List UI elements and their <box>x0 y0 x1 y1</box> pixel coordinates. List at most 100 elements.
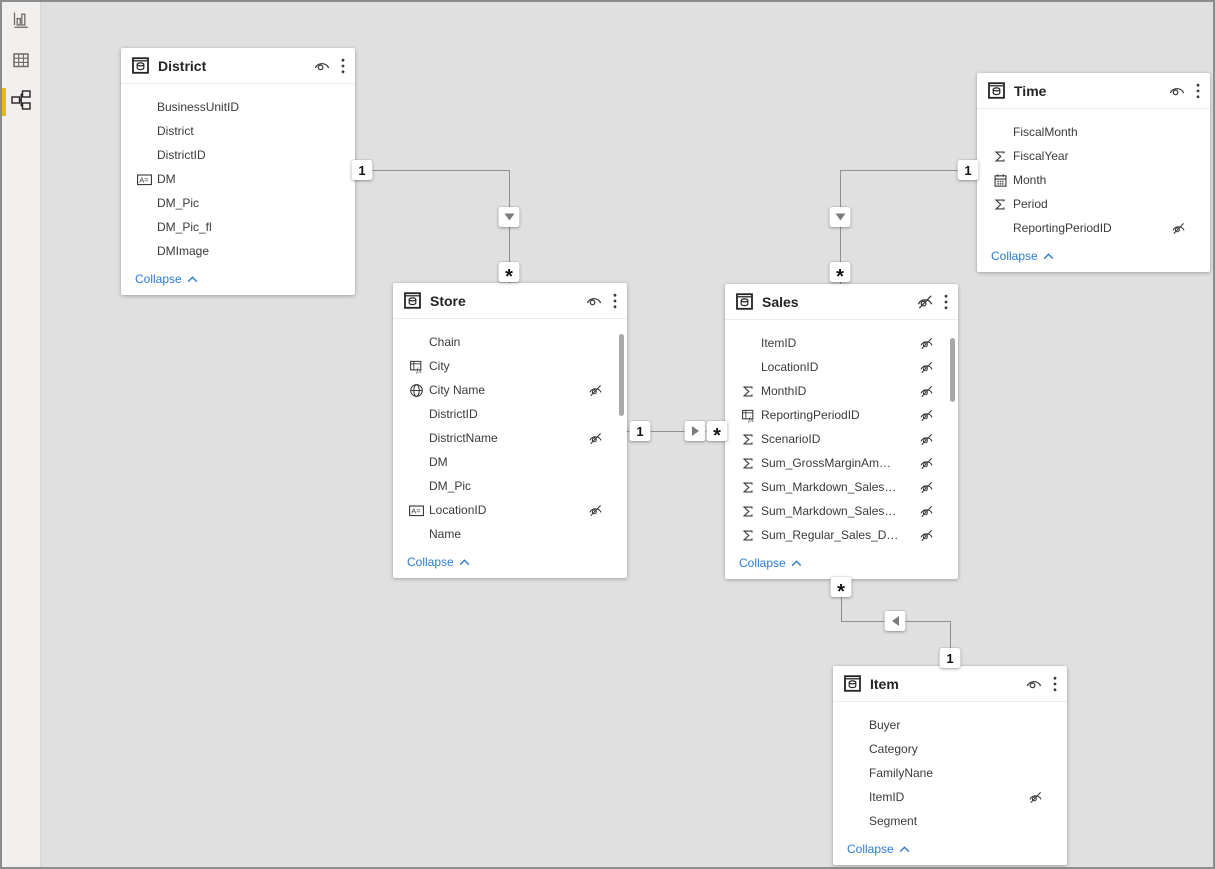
field-row-store[interactable]: A=LocationID <box>393 498 627 522</box>
field-row-sales[interactable]: MonthID <box>725 379 958 403</box>
collapse-link[interactable]: Collapse <box>977 240 1054 272</box>
filter-direction-arrow-icon-district-store[interactable] <box>498 207 520 227</box>
field-row-sales[interactable]: Sum_Regular_Sales_D… <box>725 523 958 547</box>
field-row-sales[interactable]: ScenarioID <box>725 427 958 451</box>
field-row-item[interactable]: FamilyNane <box>833 761 1067 785</box>
field-hidden-eye-icon[interactable] <box>1028 790 1043 805</box>
model-icon <box>10 89 32 116</box>
relationship-line-store-sales[interactable] <box>627 431 725 432</box>
field-hidden-eye-icon[interactable] <box>919 336 934 351</box>
table-more-options-icon[interactable] <box>1053 676 1057 692</box>
table-eye-icon[interactable] <box>585 292 603 310</box>
field-row-item[interactable]: ItemID <box>833 785 1067 809</box>
sidebar-item-model-view[interactable] <box>2 82 40 122</box>
field-name: Name <box>429 527 462 541</box>
field-row-item[interactable]: Buyer <box>833 713 1067 737</box>
field-row-time[interactable]: Period <box>977 192 1210 216</box>
cardinality-badge-store-sales[interactable]: 1 <box>629 421 651 441</box>
collapse-link[interactable]: Collapse <box>833 833 910 865</box>
field-row-district[interactable]: A=DM <box>121 167 355 191</box>
field-row-district[interactable]: DM_Pic <box>121 191 355 215</box>
field-row-store[interactable]: Chain <box>393 330 627 354</box>
relationship-line-sales-item[interactable] <box>950 621 951 666</box>
relationship-line-district-store[interactable] <box>362 170 509 171</box>
table-more-options-icon[interactable] <box>341 58 345 74</box>
field-row-store[interactable]: DM <box>393 450 627 474</box>
card-scrollbar[interactable] <box>950 338 955 402</box>
cardinality-badge-sales-item[interactable]: 1 <box>939 648 961 668</box>
cardinality-badge-district-store[interactable]: 1 <box>351 160 373 180</box>
field-row-item[interactable]: Segment <box>833 809 1067 833</box>
field-row-time[interactable]: FiscalYear <box>977 144 1210 168</box>
field-row-sales[interactable]: Sum_GrossMarginAm… <box>725 451 958 475</box>
field-row-sales[interactable]: ItemID <box>725 331 958 355</box>
svg-text:fx: fx <box>748 415 754 423</box>
field-hidden-eye-icon[interactable] <box>919 360 934 375</box>
table-eye-icon[interactable] <box>1168 82 1186 100</box>
field-hidden-eye-icon[interactable] <box>588 503 603 518</box>
field-hidden-eye-icon[interactable] <box>919 480 934 495</box>
field-row-district[interactable]: BusinessUnitID <box>121 95 355 119</box>
field-row-sales[interactable]: Sum_Markdown_Sales… <box>725 499 958 523</box>
filter-direction-arrow-icon-store-sales[interactable] <box>684 421 706 441</box>
field-row-district[interactable]: DM_Pic_fl <box>121 215 355 239</box>
chevron-up-icon <box>1043 252 1054 260</box>
field-row-district[interactable]: DMImage <box>121 239 355 263</box>
field-hidden-eye-icon[interactable] <box>588 431 603 446</box>
field-row-time[interactable]: ReportingPeriodID <box>977 216 1210 240</box>
filter-direction-arrow-icon-time-sales[interactable] <box>829 207 851 227</box>
sidebar-item-data-view[interactable] <box>2 42 40 82</box>
field-hidden-eye-icon[interactable] <box>919 504 934 519</box>
filter-direction-arrow-icon-sales-item[interactable] <box>884 611 906 631</box>
table-eye-icon[interactable] <box>313 57 331 75</box>
field-row-store[interactable]: Name <box>393 522 627 546</box>
relationship-line-sales-item[interactable] <box>841 580 842 621</box>
sigma-icon <box>739 385 757 398</box>
field-name: DM_Pic_fl <box>157 220 212 234</box>
field-row-district[interactable]: DistrictID <box>121 143 355 167</box>
field-hidden-eye-icon[interactable] <box>919 384 934 399</box>
field-row-store[interactable]: City Name <box>393 378 627 402</box>
field-row-sales[interactable]: Sum_Markdown_Sales… <box>725 475 958 499</box>
field-row-sales[interactable]: LocationID <box>725 355 958 379</box>
field-row-item[interactable]: Category <box>833 737 1067 761</box>
field-hidden-eye-icon[interactable] <box>1171 221 1186 236</box>
cardinality-badge-sales-item[interactable]: * <box>830 577 852 602</box>
field-hidden-eye-icon[interactable] <box>588 383 603 398</box>
field-hidden-eye-icon[interactable] <box>919 528 934 543</box>
collapse-link[interactable]: Collapse <box>393 546 470 578</box>
field-row-store[interactable]: DistrictName <box>393 426 627 450</box>
table-more-options-icon[interactable] <box>1196 83 1200 99</box>
field-row-time[interactable]: Month <box>977 168 1210 192</box>
field-hidden-eye-icon[interactable] <box>919 432 934 447</box>
sidebar-item-report-view[interactable] <box>2 2 40 42</box>
relationship-line-time-sales[interactable] <box>840 170 968 171</box>
table-more-options-icon[interactable] <box>613 293 617 309</box>
field-hidden-eye-icon[interactable] <box>919 408 934 423</box>
field-hidden-eye-icon[interactable] <box>919 456 934 471</box>
card-scrollbar[interactable] <box>619 334 624 416</box>
table-hidden-eye-icon[interactable] <box>916 293 934 311</box>
cardinality-badge-time-sales[interactable]: 1 <box>957 160 979 180</box>
table-eye-icon[interactable] <box>1025 675 1043 693</box>
collapse-link[interactable]: Collapse <box>121 263 198 295</box>
collapse-link[interactable]: Collapse <box>725 547 802 579</box>
field-row-time[interactable]: FiscalMonth <box>977 120 1210 144</box>
field-row-store[interactable]: DistrictID <box>393 402 627 426</box>
field-row-store[interactable]: DM_Pic <box>393 474 627 498</box>
cardinality-badge-time-sales[interactable]: * <box>829 262 851 287</box>
relationship-line-time-sales[interactable] <box>840 170 841 284</box>
table-more-options-icon[interactable] <box>944 294 948 310</box>
cardinality-badge-district-store[interactable]: * <box>498 262 520 287</box>
cardinality-badge-store-sales[interactable]: * <box>706 421 728 446</box>
field-row-district[interactable]: District <box>121 119 355 143</box>
